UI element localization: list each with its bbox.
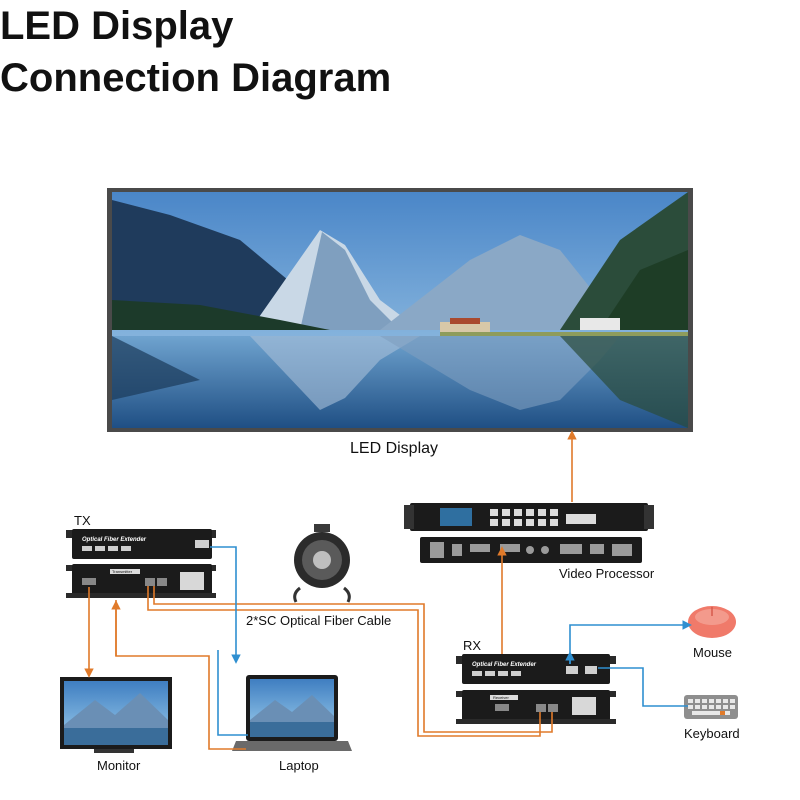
keyboard-usb-line <box>598 667 688 707</box>
tx-brand-text: Optical Fiber Extender <box>82 537 147 543</box>
fiber-cable-label: 2*SC Optical Fiber Cable <box>246 613 392 628</box>
rx-receiver-text: Receiver <box>493 695 509 700</box>
monitor-icon <box>60 677 172 753</box>
led-display-label: LED Display <box>350 440 439 457</box>
keyboard-label: Keyboard <box>684 726 740 741</box>
laptop-icon <box>232 675 352 751</box>
tx-label: TX <box>74 513 91 528</box>
mouse-label: Mouse <box>693 645 733 660</box>
fiber-line-2 <box>153 586 553 733</box>
tx-transmitter-text: Transmitter <box>112 569 133 574</box>
title-line-2: Connection Diagram <box>0 56 392 100</box>
mouse-usb-line <box>569 624 688 664</box>
rx-brand-text: Optical Fiber Extender <box>472 662 537 668</box>
usb-lines <box>210 546 692 736</box>
rx-label: RX <box>463 638 482 653</box>
tx-extender: Optical Fiber Extender Transmitter <box>66 529 216 598</box>
led-display <box>107 188 693 432</box>
keyboard-icon <box>684 695 738 719</box>
monitor-label: Monitor <box>97 758 141 773</box>
mouse-icon <box>688 606 736 638</box>
fiber-cable-reel-icon <box>293 524 351 603</box>
video-processor <box>404 503 654 563</box>
laptop-return-usb-line <box>217 650 248 736</box>
video-processor-label: Video Processor <box>559 566 655 581</box>
page-title: LED Display Connection Diagram <box>0 0 800 104</box>
rx-extender: Optical Fiber Extender Receiver <box>456 654 616 724</box>
hdmi-fiber-lines <box>84 430 577 750</box>
laptop-label: Laptop <box>279 758 319 773</box>
title-line-1: LED Display <box>0 4 234 48</box>
tx-to-laptop-usb-line <box>210 546 241 664</box>
